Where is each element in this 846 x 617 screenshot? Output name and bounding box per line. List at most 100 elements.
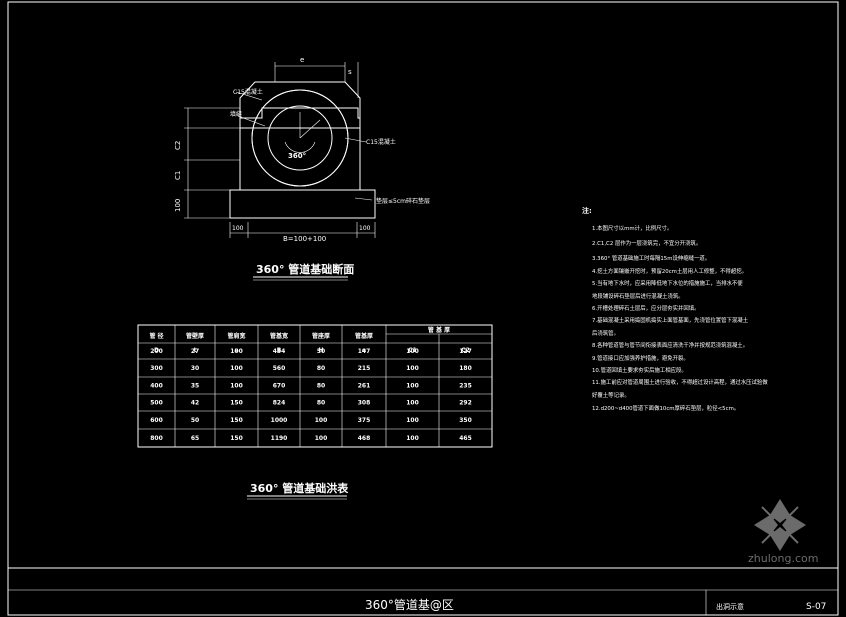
- sheet-number: S-07: [806, 602, 826, 612]
- dim-c2: C2: [174, 141, 182, 150]
- table-cell: 150: [230, 417, 243, 424]
- table-cell: 350: [459, 417, 472, 424]
- table-cell: 454: [273, 348, 286, 355]
- table-cell: 670: [273, 383, 286, 390]
- table-cell: 400: [150, 383, 163, 390]
- dim-h: 100: [174, 199, 182, 212]
- dim-top-s: s: [348, 68, 352, 76]
- gravel-bed: [229, 189, 376, 219]
- table-cell: 150: [230, 435, 243, 442]
- notes-head: 注:: [582, 206, 592, 215]
- note-line: 好覆土等记录。: [592, 391, 630, 399]
- table-cell: 35: [191, 383, 199, 390]
- table-subheader: a: [234, 347, 238, 354]
- note-line: 4.挖土方面镶嵌开挖时，预留20cm土层用人工修整，不得超挖。: [592, 267, 747, 275]
- table-cell: 42: [191, 400, 199, 407]
- table-cell: 215: [358, 365, 371, 372]
- table-cell: 465: [459, 435, 472, 442]
- table-cell: 50: [191, 417, 199, 424]
- note-line: 地段铺设碎石垫层后进行混凝土浇筑。: [592, 292, 684, 300]
- dim-top-e: e: [300, 56, 304, 64]
- label-c15-side: C15混凝土: [366, 138, 396, 146]
- table-cell: 100: [406, 435, 419, 442]
- note-line: 11.施工前应对管道周围土进行验收，不得超过设计高程，通过水压试验做: [592, 378, 768, 386]
- dim-left: 100: [232, 225, 244, 232]
- table-cell: 560: [273, 365, 286, 372]
- label-filler: 填缝: [230, 110, 242, 118]
- table-cell: 100: [406, 400, 419, 407]
- table-cell: 80: [317, 383, 325, 390]
- table-subheader: t: [194, 347, 197, 354]
- watermark-text: zhulong.com: [748, 552, 818, 565]
- table-cell: 30: [191, 365, 199, 372]
- table-cell: 235: [459, 383, 472, 390]
- concrete-base: [239, 107, 361, 191]
- table-cell: 308: [358, 400, 371, 407]
- sheet-label: 出洞示意: [716, 602, 744, 611]
- table-cell: 50: [317, 348, 325, 355]
- table-cell: 100: [315, 417, 328, 424]
- table-subheader: D: [154, 347, 159, 354]
- table-header: 管壁厚: [186, 332, 204, 340]
- table-subheader: B: [277, 347, 282, 354]
- table-cell: 824: [273, 400, 286, 407]
- table-cell: 150: [230, 400, 243, 407]
- table-cell: 300: [150, 365, 163, 372]
- note-line: 12.d200~d400管道下面做10cm厚碎石垫层，粒径<5cm。: [592, 404, 739, 412]
- table-header: 管基宽: [270, 332, 288, 340]
- table-cell: 27: [191, 348, 199, 355]
- table-cell: 147: [358, 348, 371, 355]
- table-cell: 800: [150, 435, 163, 442]
- dim-b: B=100+100: [283, 235, 326, 243]
- table-cell: 100: [230, 348, 243, 355]
- note-line: 8.各种管道管与管节间衔接表面应清洗干净并按规范浇筑混凝土。: [592, 341, 748, 349]
- table-cell: 1190: [271, 435, 288, 442]
- table-header: 管基厚: [355, 332, 373, 340]
- section-drawing: 360° e s C2 C1 100 100 100 B=100+100 C15…: [174, 56, 430, 281]
- pipe-inner: [267, 105, 333, 171]
- table-subheader: C1: [408, 347, 417, 354]
- table-cell: 100: [406, 348, 419, 355]
- table-cell: 100: [406, 383, 419, 390]
- table-header: 管肩宽: [227, 332, 245, 340]
- label-gravel: 垫层≤5cm碎石垫层: [376, 197, 430, 205]
- note-line: 3.360° 管道基础施工时每隔15m设伸缩缝一道。: [592, 254, 710, 262]
- note-line: 7.基础混凝土采用捣固机捣实上面管基面，先浇管位置管下混凝土: [592, 316, 749, 324]
- table-cell: 292: [459, 400, 472, 407]
- watermark-logo: [754, 499, 806, 551]
- note-line: 10.管道回填土要求夯实后施工相应段。: [592, 366, 687, 374]
- pipe-wall: [251, 89, 349, 187]
- note-line: 1.本图尺寸以mm计，比例尺寸。: [592, 224, 672, 232]
- note-line: 5.当有地下水时，应采用降低地下水位的措施施工，当排水不便: [592, 279, 743, 287]
- note-line: 2.C1,C2 层作为一层浇筑完，不宜分开浇筑。: [592, 239, 701, 247]
- table-cell: 80: [317, 400, 325, 407]
- table-cell: 261: [358, 383, 371, 390]
- angle-label: 360°: [288, 152, 306, 160]
- sheet-title: 360°管道基@区: [365, 597, 454, 612]
- label-c15-top: C15混凝土: [233, 88, 263, 96]
- note-line: 6.开槽处理碎石土层后，应分层夯实并回填。: [592, 304, 700, 312]
- note-line: 后浇筑管。: [592, 329, 619, 337]
- table-cell: 500: [150, 400, 163, 407]
- dim-right: 100: [359, 225, 371, 232]
- table-cell: 468: [358, 435, 371, 442]
- table-header: 管 基 厚: [428, 326, 450, 334]
- table-cell: 100: [406, 417, 419, 424]
- table-cell: 100: [230, 365, 243, 372]
- table-cell: 200: [150, 348, 163, 355]
- table-title: 360° 管道基础洪表: [250, 481, 349, 495]
- notes: 注: 1.本图尺寸以mm计，比例尺寸。 2.C1,C2 层作为一层浇筑完，不宜分开…: [582, 206, 768, 412]
- table-subheader: H: [318, 347, 323, 354]
- table-cell: 100: [315, 435, 328, 442]
- table-cell: 127: [459, 348, 472, 355]
- table-cell: 100: [406, 365, 419, 372]
- table-cell: 100: [230, 383, 243, 390]
- sheet-border: [7, 1, 839, 616]
- table-header: 管 径: [149, 332, 163, 340]
- table-header: 管座厚: [312, 332, 330, 340]
- section-title: 360° 管道基础断面: [256, 262, 354, 276]
- table-cell: 180: [459, 365, 472, 372]
- table-subheader: C2: [461, 347, 470, 354]
